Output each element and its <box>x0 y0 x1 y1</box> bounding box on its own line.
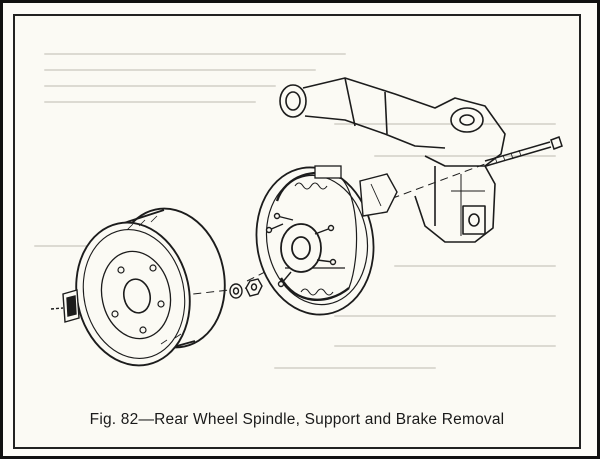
rear-wheel-spindle-diagram <box>34 53 563 369</box>
washer-and-nut <box>229 278 263 299</box>
bleed-through-text <box>34 53 556 369</box>
mounting-bracket <box>359 173 398 217</box>
brake-drum <box>75 207 226 367</box>
figure-frame: Fig. 82—Rear Wheel Spindle, Support and … <box>13 14 581 449</box>
figure-caption: Fig. 82—Rear Wheel Spindle, Support and … <box>89 411 505 428</box>
attaching-bolt <box>484 136 563 167</box>
spindle-support-arm <box>279 77 506 243</box>
wheel-studs <box>265 212 337 288</box>
adjusting-hole-cover <box>50 289 80 323</box>
